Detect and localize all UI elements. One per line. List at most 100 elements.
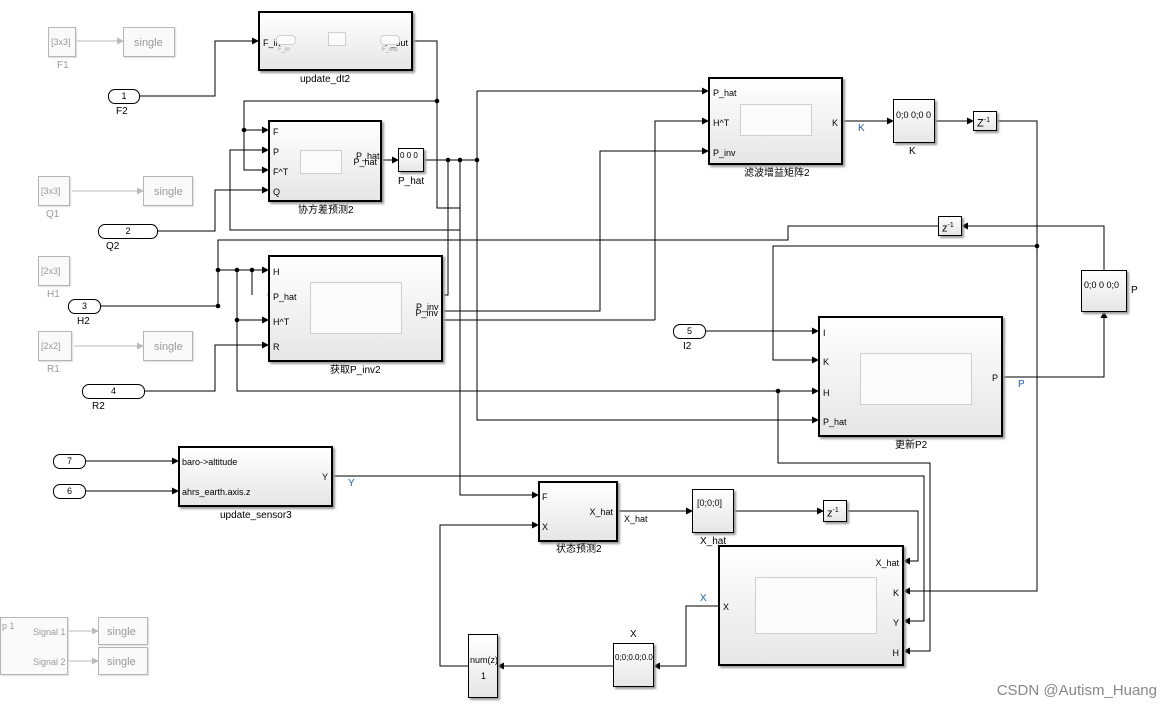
const-h1[interactable]: [2x3] bbox=[38, 256, 70, 286]
signal-2-label: Signal 2 bbox=[33, 657, 66, 667]
display-value: 0;0;0.0;0.0 bbox=[615, 653, 653, 662]
pinv-subsystem[interactable]: H P_hat H^T R P_inv bbox=[268, 255, 443, 362]
unit-delay-p[interactable]: z-1 bbox=[938, 216, 962, 236]
port-in-k: K bbox=[892, 588, 899, 598]
inner-block bbox=[310, 282, 402, 334]
port-out-k: K bbox=[831, 118, 838, 128]
port-in-ahrs: ahrs_earth.axis.z bbox=[182, 487, 251, 497]
display-value: 0 0 0 bbox=[400, 151, 418, 160]
port-in-r: R bbox=[273, 342, 280, 352]
port-in-i: I bbox=[823, 328, 826, 338]
inport-q2[interactable]: 2 bbox=[98, 224, 158, 239]
const-q1-label: Q1 bbox=[46, 209, 60, 220]
goto-y-tag[interactable]: Y bbox=[348, 478, 355, 489]
const-value: [3x3] bbox=[41, 186, 61, 196]
state-pred-subsystem[interactable]: F X X_hat bbox=[538, 481, 618, 542]
discrete-transfer-fcn[interactable]: num(z) 1 bbox=[468, 634, 498, 698]
inport-f2[interactable]: 1 bbox=[108, 89, 140, 104]
convert-r1[interactable]: single bbox=[143, 331, 193, 361]
inport-i2[interactable]: 5 bbox=[673, 324, 706, 339]
delay-text: z-1 bbox=[827, 507, 839, 520]
port-in-p: P bbox=[273, 147, 280, 157]
xhat-display[interactable]: [0;0;0] bbox=[692, 489, 734, 533]
convert-f1[interactable]: single bbox=[123, 27, 175, 57]
port-out-pinv: P_inv bbox=[415, 308, 438, 318]
port-out-phat: P_hat bbox=[353, 157, 377, 167]
convert-label: single bbox=[134, 37, 163, 49]
port-in-x: X bbox=[542, 522, 549, 532]
port-out-y: Y bbox=[321, 472, 328, 482]
convert-label: single bbox=[107, 656, 136, 668]
port-in-h: H bbox=[823, 388, 830, 398]
convert-signal-2[interactable]: single bbox=[98, 647, 148, 675]
signal-builder[interactable]: p 1 Signal 1 Signal 2 bbox=[0, 617, 68, 675]
update-sensor-subsystem[interactable]: baro->altitude ahrs_earth.axis.z Y bbox=[178, 446, 333, 507]
inner-outport bbox=[380, 35, 400, 45]
inner-block bbox=[860, 353, 972, 405]
k-display[interactable]: 0;0 0;0 0 bbox=[893, 99, 935, 143]
unit-delay-xhat[interactable]: z-1 bbox=[823, 500, 847, 522]
const-f1-label: F1 bbox=[57, 60, 69, 71]
port-in-k: K bbox=[823, 357, 830, 367]
inport-h2-label: H2 bbox=[77, 316, 90, 327]
inport-7[interactable]: 7 bbox=[53, 454, 86, 469]
phat-display-label: P_hat bbox=[398, 176, 425, 187]
const-value: [3x3] bbox=[51, 37, 71, 47]
cov-pred-subsystem[interactable]: F P F^T Q P_hat bbox=[268, 120, 382, 202]
tf-numerator: num(z) bbox=[470, 655, 499, 665]
port-in-xhat: X_hat bbox=[875, 558, 899, 568]
port-in-phat: P_hat bbox=[713, 88, 737, 98]
update-sensor-label: update_sensor3 bbox=[220, 510, 292, 521]
inport-6[interactable]: 6 bbox=[53, 484, 86, 499]
const-h1-label: H1 bbox=[47, 289, 60, 300]
inport-h2[interactable]: 3 bbox=[68, 299, 101, 314]
update-dt2-label: update_dt2 bbox=[300, 74, 351, 85]
port-in-h: H bbox=[892, 648, 900, 658]
goto-k-tag[interactable]: K bbox=[858, 123, 865, 134]
convert-q1[interactable]: single bbox=[143, 176, 193, 206]
phat-display[interactable]: 0 0 0 bbox=[398, 148, 424, 172]
inport-r2-label: R2 bbox=[92, 401, 105, 412]
inport-i2-label: I2 bbox=[683, 341, 692, 352]
xhat-display-label: X_hat bbox=[700, 536, 727, 547]
port-in-h: H bbox=[273, 267, 280, 277]
p-display-label: P bbox=[1131, 285, 1138, 296]
x-display-label: X bbox=[630, 629, 637, 640]
x-display[interactable]: 0;0;0.0;0.0 bbox=[613, 643, 654, 687]
const-value: [2x3] bbox=[41, 266, 61, 276]
const-r1-label: R1 bbox=[47, 364, 60, 375]
port-in-phat: P_hat bbox=[273, 292, 297, 302]
update-dt2-subsystem[interactable]: F_in F_out F_in F_out bbox=[258, 11, 413, 71]
const-r1[interactable]: [2x2] bbox=[38, 331, 72, 361]
p-display[interactable]: 0;0 0 0;0 bbox=[1081, 270, 1127, 312]
state-update-subsystem[interactable]: X X_hat K Y H bbox=[718, 545, 904, 666]
convert-signal-1[interactable]: single bbox=[98, 617, 148, 645]
port-in-y: Y bbox=[892, 618, 899, 628]
k-display-label: K bbox=[909, 146, 916, 157]
delay-text: Z-1 bbox=[977, 117, 990, 130]
port-in-ft: F^T bbox=[273, 167, 289, 177]
pinv-wire-label: P_inv bbox=[416, 302, 439, 312]
port-in-baro: baro->altitude bbox=[182, 457, 238, 467]
display-value: 0;0 0 0;0 bbox=[1084, 280, 1120, 290]
goto-p-tag[interactable]: P bbox=[1018, 379, 1025, 390]
convert-label: single bbox=[154, 186, 183, 198]
port-out-x: X bbox=[723, 602, 730, 612]
port-in-f: F bbox=[542, 492, 548, 502]
display-value: 0;0 0;0 0 bbox=[896, 110, 932, 120]
inport-r2[interactable]: 4 bbox=[82, 384, 145, 399]
port-in-phat: P_hat bbox=[823, 417, 847, 427]
update-p-subsystem[interactable]: I K H P_hat P bbox=[818, 316, 1003, 437]
inner-block bbox=[755, 577, 877, 634]
port-in-f: F bbox=[273, 127, 279, 137]
const-f1[interactable]: [3x3] bbox=[48, 27, 76, 57]
gain-subsystem[interactable]: P_hat H^T P_inv K bbox=[708, 77, 843, 165]
const-q1[interactable]: [3x3] bbox=[38, 176, 70, 206]
goto-x-tag[interactable]: X bbox=[700, 593, 707, 604]
inner-inport bbox=[276, 35, 296, 45]
unit-delay-k[interactable]: Z-1 bbox=[973, 111, 997, 131]
state-pred-label: 状态预测2 bbox=[556, 544, 602, 555]
inner-out-label: F_out bbox=[382, 47, 398, 53]
